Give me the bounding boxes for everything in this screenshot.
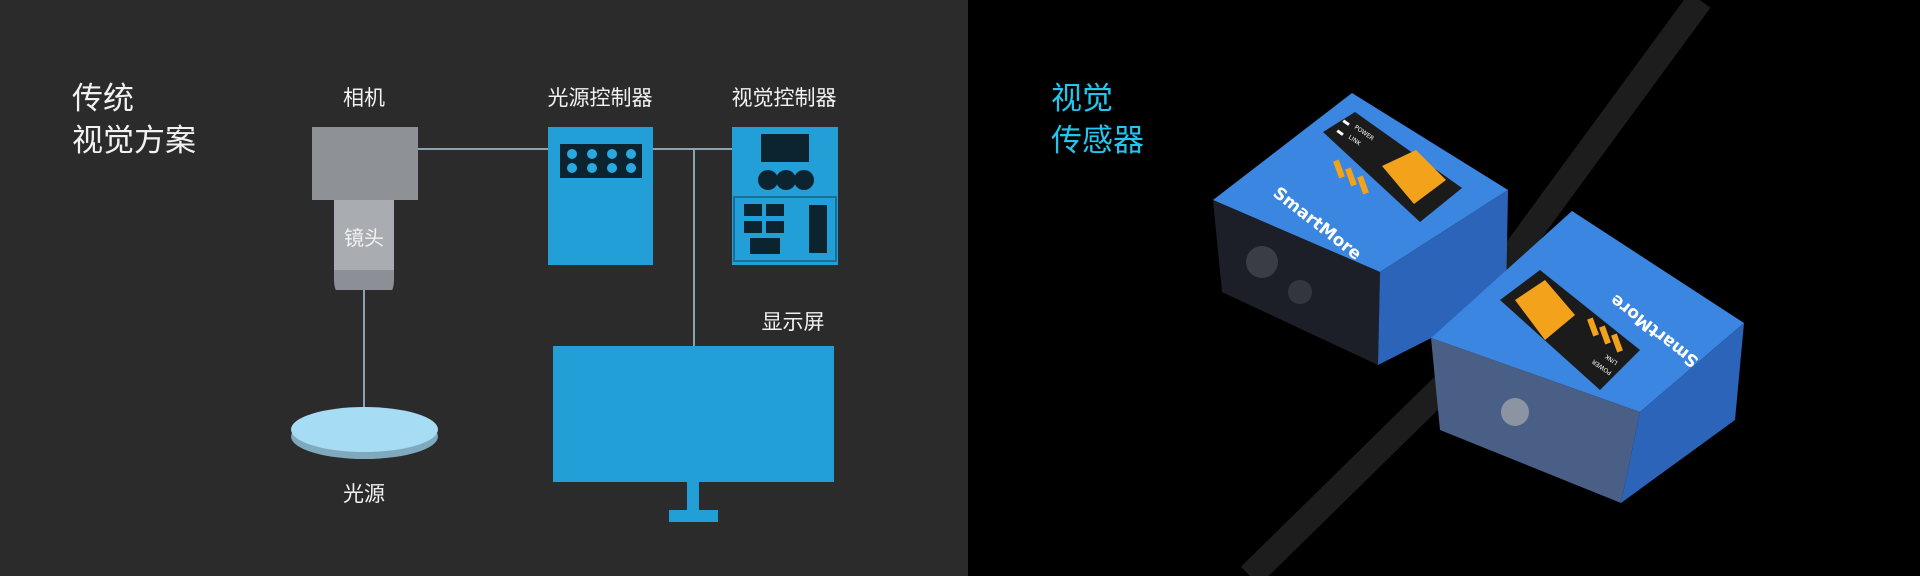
lens-label: 镜头 bbox=[344, 226, 384, 250]
display-connector bbox=[693, 148, 695, 346]
camera-light-connector bbox=[363, 290, 365, 410]
display-stand-neck bbox=[687, 482, 699, 512]
camera-label: 相机 bbox=[343, 86, 385, 110]
vision-controller-panel-icon bbox=[733, 134, 837, 262]
light-controller-panel bbox=[560, 144, 642, 178]
sensor-title-line1: 视觉 bbox=[1051, 81, 1113, 117]
light-controller bbox=[548, 127, 653, 265]
indicator-dots-icon bbox=[567, 149, 636, 173]
sensor-title-line2: 传感器 bbox=[1051, 123, 1144, 159]
sensor-unit-back: POWER LINK SmartMore bbox=[1213, 93, 1508, 365]
panel-title-line2: 视觉方案 bbox=[72, 123, 196, 159]
sensor-unit-front: POWER LINK SmartMore bbox=[1431, 211, 1744, 503]
display-screen bbox=[553, 346, 834, 482]
display-label: 显示屏 bbox=[761, 310, 825, 334]
lens-tip bbox=[334, 270, 394, 290]
light-source-label: 光源 bbox=[343, 482, 385, 506]
cable bbox=[1240, 0, 1711, 576]
light-controller-label: 光源控制器 bbox=[547, 86, 653, 110]
display-stand-base bbox=[669, 510, 718, 522]
lens bbox=[334, 200, 394, 272]
vision-controller-label: 视觉控制器 bbox=[731, 86, 837, 110]
panel-title-line1: 传统 bbox=[72, 81, 134, 117]
vision-controller bbox=[732, 127, 838, 265]
light-source-disc bbox=[291, 407, 438, 452]
traditional-vision-panel: 传统 视觉方案 相机 镜头 光源 光源控制器 视觉控制器 bbox=[0, 0, 968, 576]
camera-body bbox=[312, 127, 418, 200]
